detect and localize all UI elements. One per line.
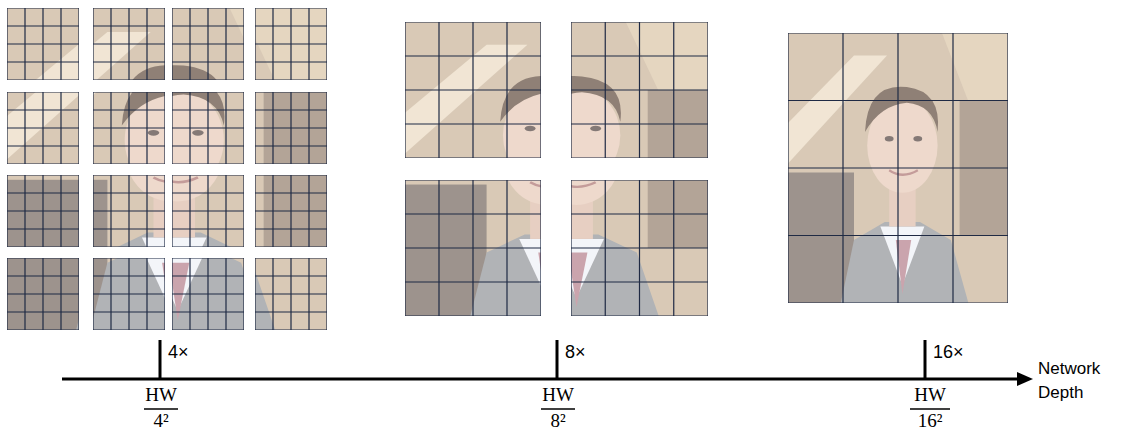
fraction-numerator: HW [914,384,946,406]
fraction-numerator: HW [145,384,177,406]
fraction-denominator: 16² [918,410,943,432]
scale-factor: 8× [565,341,586,363]
axis-title: Network Depth [1038,357,1116,405]
fraction-numerator: HW [542,384,574,406]
patch-grid-16x [788,33,1008,303]
fraction-bar [144,409,950,410]
fraction-denominator: 8² [550,410,565,432]
patch-grid-4x [7,8,327,330]
depth-axis [62,340,1033,386]
patch-grid-8x [405,22,708,316]
fraction-denominator: 4² [153,410,168,432]
scale-factor: 4× [168,341,189,363]
scale-factor: 16× [933,341,964,363]
